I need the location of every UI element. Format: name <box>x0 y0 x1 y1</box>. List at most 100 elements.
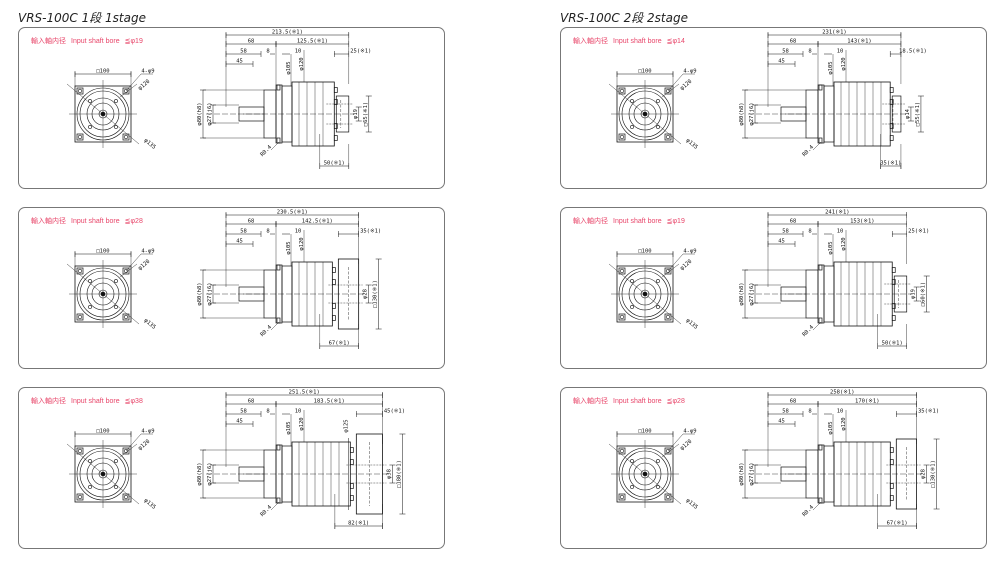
dim-output-bottom: 35(※1) <box>880 160 901 167</box>
dim-input-pilot: φ80(h8) <box>739 282 745 305</box>
mounting-hole <box>122 133 130 141</box>
dim-10: 10 <box>837 49 844 55</box>
mounting-hole <box>122 87 130 95</box>
output-bolt <box>349 495 354 501</box>
mounting-hole-circle <box>123 134 129 140</box>
drawing-line <box>812 141 822 151</box>
mounting-hole-circle <box>665 314 671 320</box>
dim-input-shaft: φ27(j6) <box>749 282 755 305</box>
bore-value: ≦φ38 <box>124 398 143 405</box>
dim-square: □100 <box>96 69 109 75</box>
dim-8: 8 <box>266 409 269 415</box>
mounting-hole-circle <box>619 134 625 140</box>
flange-bolt <box>276 317 281 324</box>
mounting-hole-circle <box>665 134 671 140</box>
mounting-hole <box>664 493 672 501</box>
drawing-line <box>119 443 138 458</box>
dim-10: 10 <box>295 229 302 235</box>
dim-8: 8 <box>266 49 269 55</box>
output-bolt <box>333 87 338 93</box>
dim-input-shaft: φ27(j6) <box>207 102 213 125</box>
output-bolt <box>333 123 338 129</box>
drawing-line <box>812 501 822 511</box>
mounting-hole-circle <box>619 314 625 320</box>
drawing-line <box>608 83 682 145</box>
mounting-hole <box>618 133 626 141</box>
mounting-hole-circle <box>665 494 671 500</box>
bore-label-en: Input shaft bore <box>613 218 662 225</box>
drawing-line <box>66 443 140 505</box>
drawing-line <box>661 83 680 98</box>
dim-input-shaft: φ27(j6) <box>749 462 755 485</box>
drawing-line <box>270 321 280 331</box>
dim-output-bottom: 67(※1) <box>887 520 908 527</box>
dim-chamfer: R0.4 <box>259 504 273 518</box>
drawing-line <box>667 73 684 92</box>
dim-dia105: φ105 <box>286 421 292 434</box>
mounting-hole <box>76 267 84 275</box>
dim-tail-length: 125.5(※1) <box>297 38 328 45</box>
dim-holes: 4-φ9 <box>141 429 154 435</box>
mounting-hole-circle <box>619 88 625 94</box>
dim-pcd: φ120 <box>679 439 693 452</box>
dim-output-square: □130(※1) <box>930 460 937 488</box>
dim-output-diameter: φ28 <box>363 289 369 299</box>
dim-45: 45 <box>236 59 243 65</box>
bore-label-jp: 輸入軸内径 <box>31 218 66 225</box>
dim-8: 8 <box>808 49 811 55</box>
bore-value: ≦φ14 <box>666 38 685 45</box>
dim-output-diameter: φ14 <box>905 108 911 119</box>
mounting-hole <box>76 447 84 455</box>
dim-8: 8 <box>266 229 269 235</box>
output-bolt <box>891 315 896 321</box>
dim-input-pilot: φ80(h8) <box>197 282 203 305</box>
dim-10: 10 <box>295 49 302 55</box>
dim-dia120: φ120 <box>299 57 305 70</box>
mounting-hole <box>76 493 84 501</box>
dim-output-length: 18.5(※1) <box>899 48 927 55</box>
dim-holes: 4-φ9 <box>683 429 696 435</box>
mounting-hole <box>618 447 626 455</box>
dim-68: 68 <box>790 39 797 45</box>
dim-output-diameter: φ38 <box>386 469 392 479</box>
bore-value: ≦φ28 <box>124 218 143 225</box>
dim-8: 8 <box>808 409 811 415</box>
output-bolt <box>889 87 894 93</box>
flange-bolt <box>818 444 823 451</box>
output-bolt <box>891 267 896 273</box>
mounting-hole <box>664 447 672 455</box>
mounting-hole <box>76 87 84 95</box>
mounting-hole <box>664 267 672 275</box>
dim-output-diameter: φ19 <box>353 109 359 119</box>
mounting-hole <box>122 447 130 455</box>
dim-chamfer: R0.4 <box>259 324 273 338</box>
dim-58: 58 <box>782 229 789 235</box>
dim-output-bottom: 50(※1) <box>882 340 903 347</box>
dim-total-length: 251.5(※1) <box>289 389 320 396</box>
dim-dia120: φ120 <box>841 57 847 70</box>
dim-dia125: φ125 <box>343 419 349 432</box>
dim-dia120: φ120 <box>299 417 305 430</box>
dim-dia120: φ120 <box>841 417 847 430</box>
bolt-hole <box>630 485 634 489</box>
mounting-hole <box>664 87 672 95</box>
mounting-hole-circle <box>77 314 83 320</box>
bolt-hole <box>656 485 660 489</box>
bore-value: ≦φ19 <box>124 38 143 45</box>
output-bolt <box>333 99 338 105</box>
output-bolt <box>332 303 336 309</box>
dim-output-length: 25(※1) <box>350 48 371 55</box>
drawing-line <box>66 83 140 145</box>
bolt-hole <box>114 99 118 103</box>
drawing-line <box>608 443 682 505</box>
drawing-line <box>125 253 142 272</box>
output-bolt <box>889 123 894 129</box>
dim-output-length: 25(※1) <box>908 228 929 235</box>
dim-outer: φ135 <box>143 498 157 511</box>
